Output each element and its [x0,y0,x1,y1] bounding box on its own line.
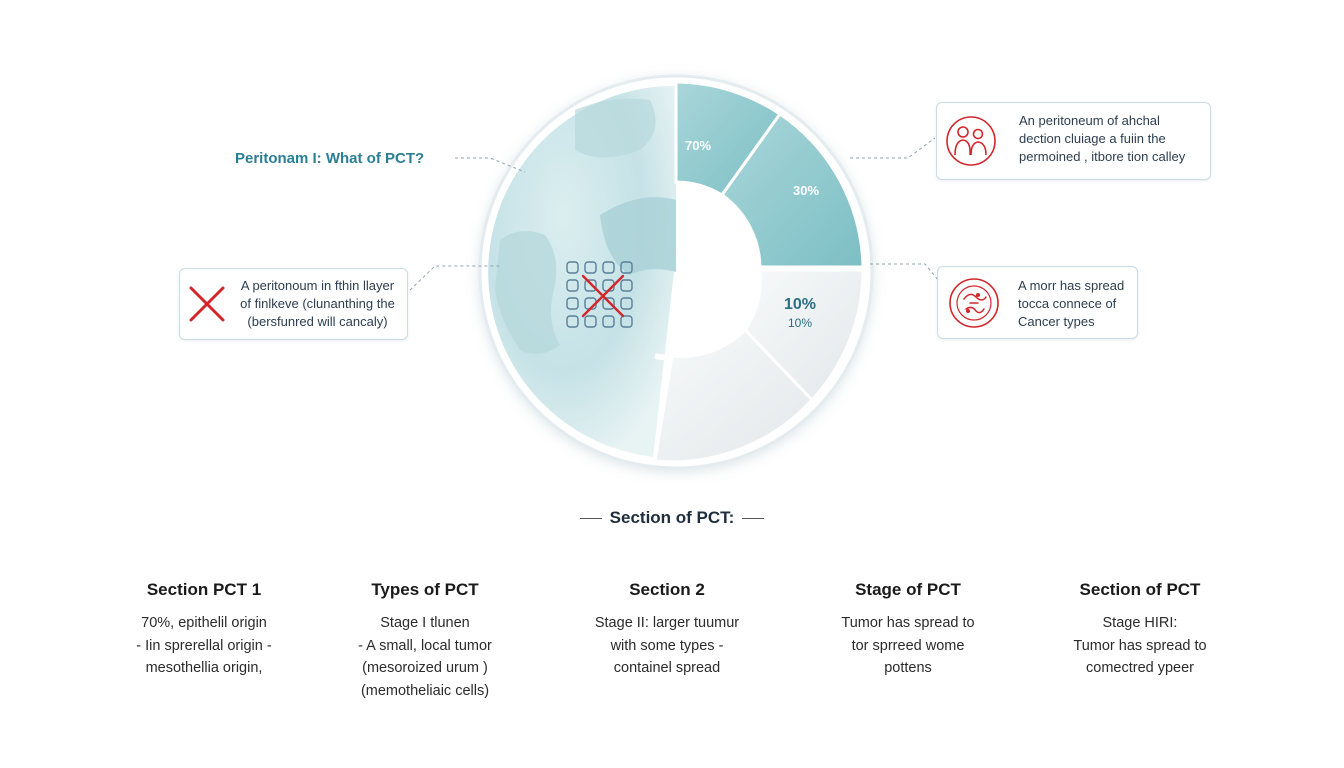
column-3-line: containel spread [613,660,721,676]
column-2-line: (memotheliaic cells) [360,682,490,699]
column-1-line: 70%, epithelil origin [141,615,267,631]
callout-mid-right-line-2: tocca connece of [1018,296,1117,311]
red-x-icon [189,286,225,322]
callout-left: A peritonoum in fthin llayer of finlkeve… [179,268,408,340]
callout-left-line-3: (bersfunred will cancaly) [247,314,388,329]
people-icon [946,116,996,166]
pie-label-10-small: 10% [788,316,812,330]
callout-left-line-2: of finlkeve (clunanthing the [240,296,395,311]
column-4-line: tor sprreed wome [851,637,965,654]
pie-label-30: 30% [793,183,819,198]
column-5: Section of PCT Stage HIRI: Tumor has spr… [1025,580,1255,680]
connector-lines [409,137,939,291]
column-2: Types of PCT Stage I tlunen - A small, l… [310,580,540,702]
section-heading-text: Section of PCT: [609,508,735,527]
column-3: Section 2 Stage II: larger tuumur with s… [552,580,782,680]
heading-dash-right [742,517,765,520]
column-2-line: - A small, local tumor [358,637,492,654]
column-5-line: Stage HIRI: [1102,615,1178,631]
callout-mid-right-line-1: A morr has spread [1018,278,1125,293]
section-heading: Section of PCT: [0,508,1344,528]
pie-continent-top [575,98,656,158]
column-3-line: with some types - [610,637,724,654]
callout-mid-right-line-3: Cancer types [1018,314,1095,329]
column-2-line: (mesoroized urum ) [362,660,488,676]
column-1: Section PCT 1 70%, epithelil origin - Ii… [89,580,319,680]
pie-label-10-big: 10% [784,296,816,313]
pie-label-70: 70% [685,138,711,153]
column-5-line: comectred ypeer [1086,660,1194,676]
pie-red-x-icon [581,274,625,318]
pie-continent-center [600,197,676,275]
diagram-title: Peritonam I: What of PCT? [235,150,425,167]
pie-divider-line [653,271,678,459]
column-4-line: pottens [884,660,932,676]
callout-mid-right: A morr has spread tocca connece of Cance… [937,266,1138,339]
column-4-line: Tumor has spread to [841,615,975,631]
callout-top-right-line-3: permoined , itbore tion calley [1019,149,1186,164]
pie-slice-lower [653,327,815,464]
column-2-heading: Types of PCT [371,580,479,599]
callout-top-right-line-2: dection cluiage a fuiin the [1019,131,1166,146]
pie-slice-10 [743,268,865,403]
heading-dash-left [579,517,602,520]
pie-slice-30 [719,111,865,269]
pie-continent-left [495,231,560,354]
column-4: Stage of PCT Tumor has spread to tor spr… [793,580,1023,680]
column-4-heading: Stage of PCT [855,580,961,599]
cell-grid-icon [566,261,633,328]
column-3-heading: Section 2 [629,580,705,599]
column-1-heading: Section PCT 1 [146,580,262,599]
column-1-line: - Iin sprerellal origin - [136,637,272,654]
column-5-heading: Section of PCT [1079,580,1201,599]
callout-top-right-line-1: An peritoneum of ahchal [1019,113,1160,128]
column-3-line: Stage II: larger tuumur [594,615,740,631]
pie-globe-body [488,85,676,458]
cell-icon [949,278,999,328]
column-2-line: Stage I tlunen [380,615,470,631]
callout-top-right: An peritoneum of ahchal dection cluiage … [936,102,1211,180]
callout-left-line-1: A peritonoum in fthin llayer [240,278,395,293]
column-1-line: mesothellia origin, [145,660,263,676]
column-5-line: Tumor has spread to [1073,637,1207,654]
